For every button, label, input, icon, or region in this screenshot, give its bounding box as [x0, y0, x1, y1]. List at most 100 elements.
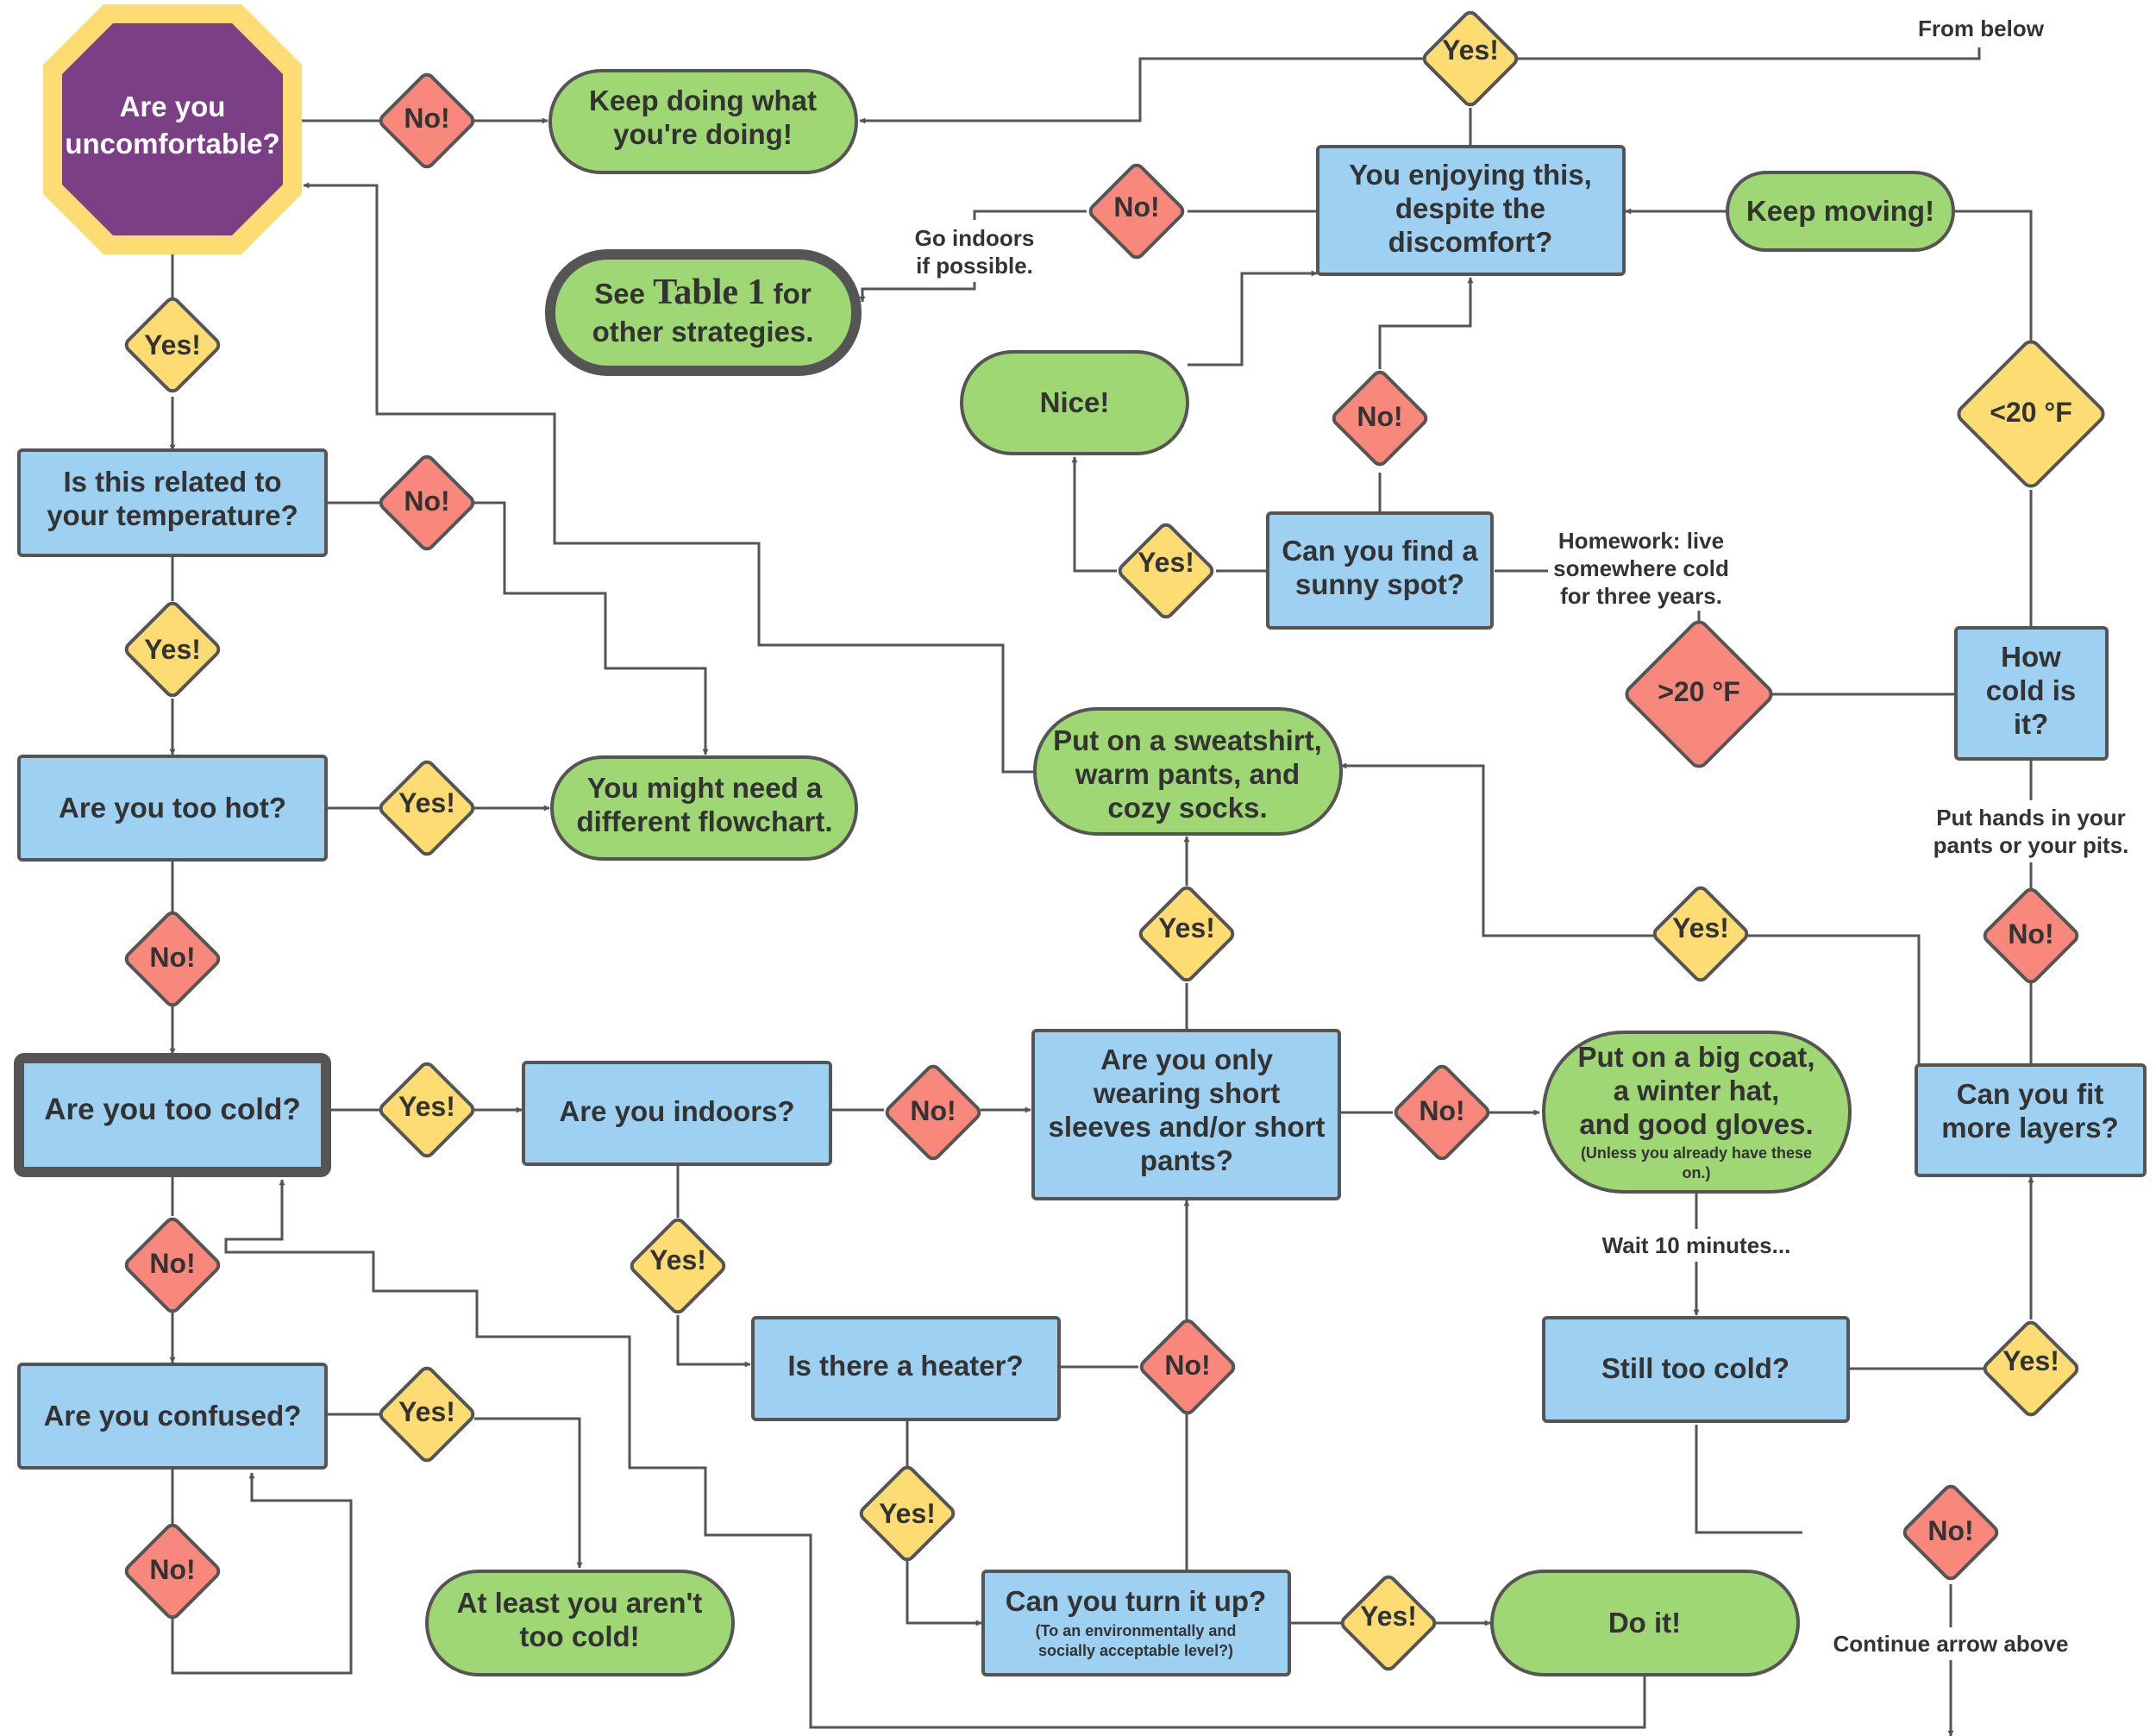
svg-text:No!: No! [1164, 1350, 1210, 1381]
svg-text:Yes!: Yes! [398, 787, 455, 818]
no-diamond-sunny-spot: No! [1332, 370, 1428, 467]
outcome-keep-doing[interactable]: Keep doing what you're doing! [548, 69, 858, 174]
yes-diamond-still-cold: Yes! [1983, 1320, 2079, 1417]
arrow-to-not-too-cold [474, 1417, 583, 1569]
sleeves-label-4: pants? [1140, 1144, 1233, 1176]
question-heater[interactable]: Is there a heater? [751, 1316, 1061, 1421]
svg-text:From below: From below [1918, 16, 2045, 41]
no-diamond-indoors: No! [885, 1064, 981, 1161]
sleeves-label-1: Are you only [1100, 1043, 1274, 1075]
svg-text:pants or your pits.: pants or your pits. [1934, 832, 2129, 858]
no-diamond-too-hot: No! [124, 911, 221, 1007]
do-it-label: Do it! [1608, 1607, 1681, 1639]
outcome-see-table[interactable]: See Table 1 for other strategies. [545, 249, 862, 376]
nice-label: Nice! [1040, 386, 1110, 418]
yes-diamond-too-cold: Yes! [379, 1062, 475, 1158]
start-label-2: uncomfortable? [65, 128, 279, 160]
question-how-cold[interactable]: How cold is it? [1954, 626, 2109, 761]
outcome-not-too-cold[interactable]: At least you aren't too cold! [425, 1570, 735, 1676]
sleeves-label-3: sleeves and/or short [1049, 1111, 1326, 1143]
too-cold-label: Are you too cold? [44, 1093, 301, 1126]
question-indoors[interactable]: Are you indoors? [522, 1061, 832, 1166]
yes-diamond-more-layers: Yes! [1652, 886, 1749, 982]
see-table-label-2: other strategies. [592, 316, 814, 348]
yes-diamond-heater: Yes! [859, 1465, 956, 1562]
question-sunny-spot[interactable]: Can you find a sunny spot? [1266, 511, 1494, 630]
yes-diamond-turn-up: Yes! [1340, 1575, 1437, 1671]
svg-text:Yes!: Yes! [1158, 912, 1215, 943]
keep-doing-label-1: Keep doing what [589, 85, 817, 116]
indoors-label: Are you indoors? [559, 1095, 794, 1127]
enjoying-label-2: despite the [1395, 192, 1545, 224]
question-temperature[interactable]: Is this related to your temperature? [17, 448, 328, 557]
see-table-pre: See [594, 278, 653, 310]
question-too-cold[interactable]: Are you too cold? [14, 1053, 331, 1177]
temperature-label-1: Is this related to [63, 466, 281, 498]
svg-text:No!: No! [1927, 1515, 1973, 1546]
svg-text:Continue arrow above: Continue arrow above [1833, 1631, 2068, 1657]
arrow-to-different-flowchart [474, 501, 709, 755]
layers-label-1: Can you fit [1957, 1078, 2104, 1110]
question-confused[interactable]: Are you confused? [17, 1363, 328, 1470]
question-too-hot[interactable]: Are you too hot? [17, 755, 328, 862]
temperature-label-2: your temperature? [47, 499, 298, 531]
arrow-to-keep-doing-top [859, 57, 1423, 124]
big-coat-label-2: a winter hat, [1614, 1075, 1780, 1106]
arrow-to-nice [1071, 456, 1117, 573]
no-diamond-still-cold: No! [1902, 1484, 1999, 1581]
svg-text:No!: No! [1357, 401, 1402, 432]
note-wait: Wait 10 minutes... [1595, 1229, 1798, 1262]
outcome-big-coat[interactable]: Put on a big coat, a winter hat, and goo… [1542, 1031, 1852, 1194]
svg-text:Yes!: Yes! [1672, 912, 1729, 943]
no-diamond-too-cold: No! [124, 1217, 221, 1313]
svg-text:Yes!: Yes! [649, 1244, 706, 1275]
no-diamond-heater: No! [1139, 1319, 1236, 1415]
sweatshirt-label-1: Put on a sweatshirt, [1053, 724, 1322, 756]
enjoying-label-3: discomfort? [1388, 226, 1553, 258]
start-label-1: Are you [120, 91, 226, 122]
above-20-diamond: >20 °F [1625, 620, 1773, 768]
arrow-to-heater [676, 1315, 751, 1368]
svg-text:Put hands in your: Put hands in your [1936, 805, 2126, 830]
confused-label: Are you confused? [44, 1400, 302, 1432]
yes-diamond-indoors: Yes! [630, 1218, 726, 1314]
svg-text:Yes!: Yes! [2002, 1345, 2059, 1376]
big-coat-note-1: (Unless you already have these [1581, 1144, 1812, 1162]
question-still-cold[interactable]: Still too cold? [1542, 1316, 1850, 1423]
svg-text:Yes!: Yes! [398, 1091, 455, 1122]
yes-diamond-sunny-spot: Yes! [1118, 523, 1214, 619]
outcome-sweatshirt[interactable]: Put on a sweatshirt, warm pants, and coz… [1033, 707, 1343, 836]
sunny-label-1: Can you find a [1282, 535, 1478, 567]
start-node[interactable]: Are you uncomfortable? [43, 4, 302, 254]
note-go-indoors: Go indoors if possible. [910, 220, 1039, 282]
table-1-reference: Table 1 [653, 273, 765, 312]
svg-text:for three years.: for three years. [1560, 583, 1722, 609]
question-more-layers[interactable]: Can you fit more layers? [1915, 1063, 2147, 1177]
outcome-keep-moving[interactable]: Keep moving! [1726, 171, 1955, 252]
svg-text:Yes!: Yes! [1442, 34, 1499, 66]
still-cold-label: Still too cold? [1601, 1352, 1789, 1384]
sweatshirt-label-2: warm pants, and [1075, 758, 1300, 790]
question-short-sleeves[interactable]: Are you only wearing short sleeves and/o… [1031, 1029, 1341, 1200]
how-cold-label-1: How [2001, 641, 2061, 673]
how-cold-label-2: cold is [1986, 674, 2077, 706]
svg-text:No!: No! [149, 942, 195, 973]
question-enjoying[interactable]: You enjoying this, despite the discomfor… [1316, 145, 1626, 276]
question-turn-up[interactable]: Can you turn it up? (To an environmental… [981, 1570, 1291, 1676]
arrow-to-turn-up [906, 1561, 982, 1626]
svg-text:No!: No! [2008, 918, 2053, 949]
how-cold-label-3: it? [2014, 708, 2048, 740]
outcome-do-it[interactable]: Do it! [1490, 1570, 1800, 1676]
outcome-different-flowchart[interactable]: You might need a different flowchart. [550, 755, 858, 861]
note-from-below: From below [1910, 10, 2053, 41]
svg-text:No!: No! [149, 1248, 195, 1279]
arrow-sweatshirt-to-start [303, 182, 1035, 774]
yes-diamond-enjoying: Yes! [1422, 10, 1519, 107]
keep-doing-label-2: you're doing! [613, 118, 793, 150]
outcome-nice[interactable]: Nice! [960, 350, 1189, 455]
big-coat-label-1: Put on a big coat, [1577, 1041, 1814, 1073]
yes-diamond-too-hot: Yes! [379, 760, 475, 856]
see-table-post: for [766, 278, 812, 310]
layers-label-2: more layers? [1941, 1112, 2118, 1144]
connector-from-below [1518, 47, 1981, 60]
